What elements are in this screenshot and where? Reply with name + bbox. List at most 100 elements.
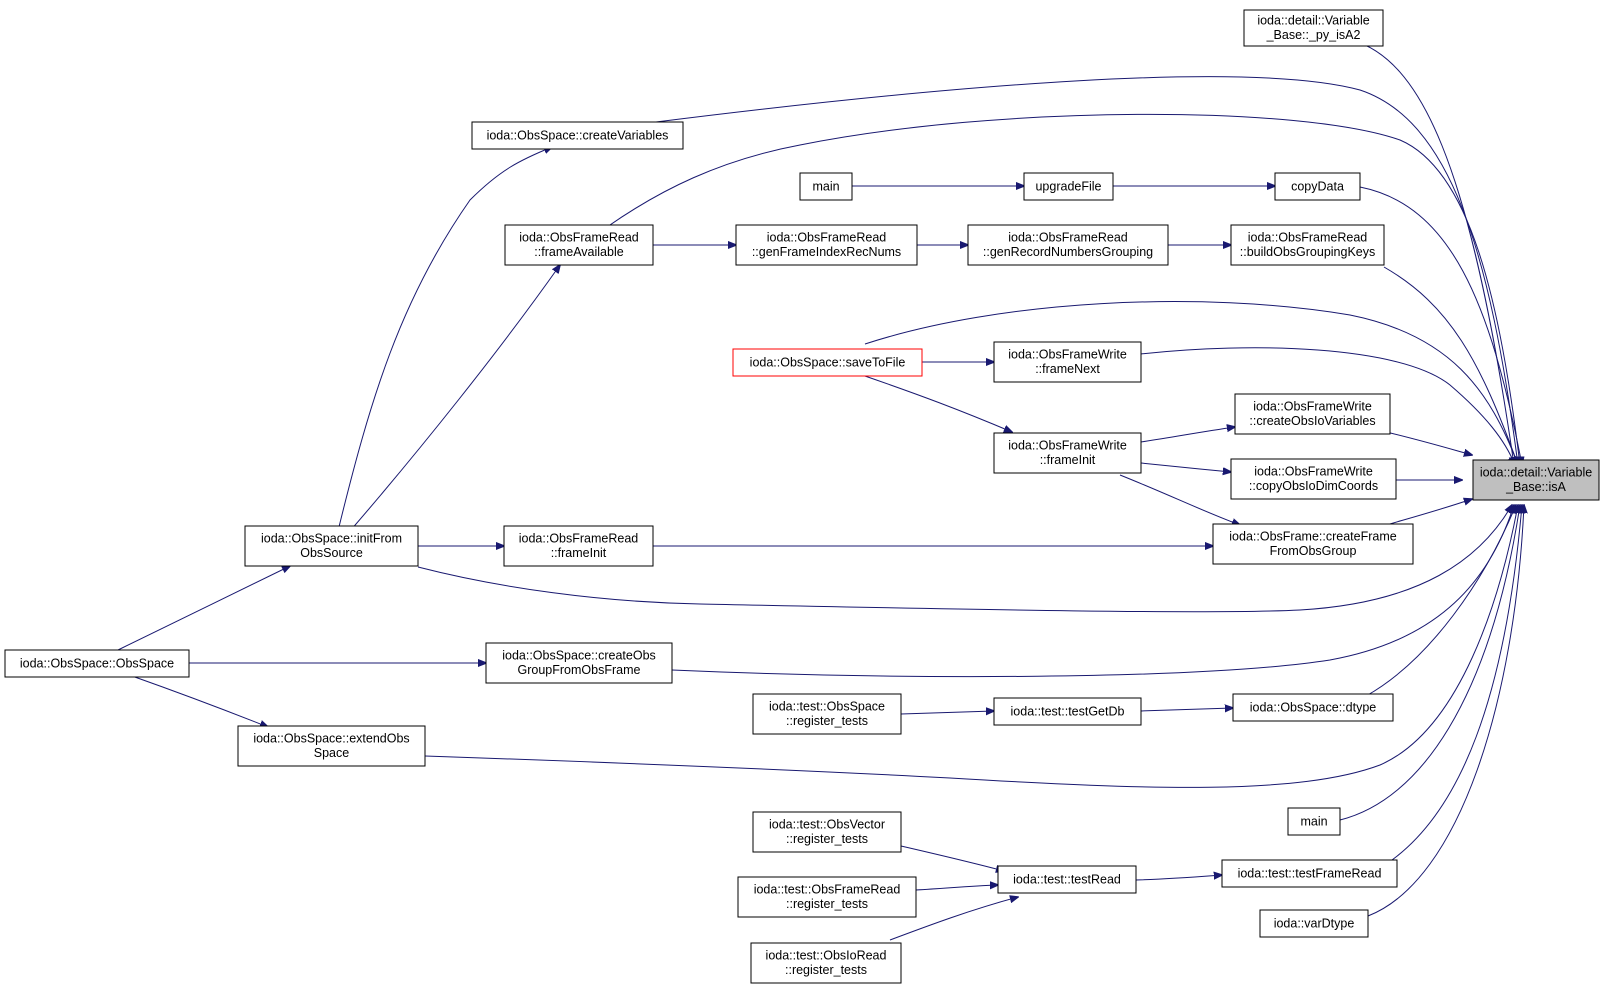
node-box[interactable] — [471, 121, 684, 150]
node-label: ioda::test::testFrameRead — [1238, 866, 1382, 880]
node-label: ioda::ObsFrameRead — [519, 231, 639, 245]
node-obs-frame-read-register-tests[interactable]: ioda::test::ObsFrameRead::register_tests — [737, 876, 917, 918]
node-build-obs-grouping-keys[interactable]: ioda::ObsFrameRead::buildObsGroupingKeys — [1230, 224, 1385, 266]
node-box[interactable] — [997, 865, 1137, 894]
node-box[interactable] — [752, 811, 902, 853]
node-box[interactable] — [735, 224, 918, 266]
nodes: ioda::detail::Variable_Base::isAioda::de… — [4, 9, 1600, 984]
node-label: ioda::ObsSpace::saveToFile — [750, 355, 906, 369]
node-var-dtype[interactable]: ioda::varDtype — [1259, 909, 1369, 938]
node-box[interactable] — [1234, 393, 1391, 435]
edge-obsspace-to-initfromobssource — [117, 566, 290, 651]
node-is-a[interactable]: ioda::detail::Variable_Base::isA — [1472, 459, 1600, 501]
node-box[interactable] — [993, 697, 1142, 726]
node-label: ioda::ObsSpace::createVariables — [487, 128, 669, 142]
node-obs-vector-register-tests[interactable]: ioda::test::ObsVector::register_tests — [752, 811, 902, 853]
edge-createvariables-to-isa — [655, 76, 1518, 465]
node-box[interactable] — [485, 642, 673, 684]
node-obs-space[interactable]: ioda::ObsSpace::ObsSpace — [4, 649, 190, 678]
edge-savetofile-to-frameinitwrite — [861, 374, 1012, 432]
node-box[interactable] — [1023, 172, 1114, 201]
node-test-get-db[interactable]: ioda::test::testGetDb — [993, 697, 1142, 726]
node-frame-next[interactable]: ioda::ObsFrameWrite::frameNext — [993, 341, 1142, 383]
node-label: _Base::_py_isA2 — [1266, 28, 1361, 42]
node-obs-io-read-register-tests[interactable]: ioda::test::ObsIoRead::register_tests — [750, 942, 902, 984]
node-upgrade-file[interactable]: upgradeFile — [1023, 172, 1114, 201]
node-label: ioda::ObsFrameRead — [1008, 231, 1128, 245]
node-label: ::register_tests — [786, 714, 868, 728]
node-label: ioda::ObsFrameRead — [519, 532, 639, 546]
node-box[interactable] — [967, 224, 1169, 266]
edge-initfromobssource-to-isa — [417, 505, 1512, 613]
edge-main2-to-isa — [1339, 505, 1520, 821]
node-create-obs-io-variables[interactable]: ioda::ObsFrameWrite::createObsIoVariable… — [1234, 393, 1391, 435]
node-label: ioda::ObsSpace::createObs — [502, 649, 656, 663]
node-box[interactable] — [1259, 909, 1369, 938]
node-label: ioda::test::ObsFrameRead — [754, 883, 901, 897]
node-box[interactable] — [1243, 9, 1384, 47]
node-box[interactable] — [1232, 693, 1394, 722]
node-box[interactable] — [732, 348, 923, 377]
edge-obsspace-to-extendobsspace — [131, 675, 268, 727]
node-box[interactable] — [799, 172, 853, 201]
edge-initfromobssource-to-frameavailable — [349, 265, 560, 532]
node-box[interactable] — [1230, 224, 1385, 266]
node-box[interactable] — [503, 525, 654, 567]
node-label: ::register_tests — [786, 897, 868, 911]
node-frame-init-write[interactable]: ioda::ObsFrameWrite::frameInit — [993, 432, 1142, 474]
node-label: _Base::isA — [1505, 480, 1566, 494]
node-save-to-file[interactable]: ioda::ObsSpace::saveToFile — [732, 348, 923, 377]
node-box[interactable] — [752, 693, 902, 735]
node-dtype[interactable]: ioda::ObsSpace::dtype — [1232, 693, 1394, 722]
node-create-obs-group-from-obs-frame[interactable]: ioda::ObsSpace::createObsGroupFromObsFra… — [485, 642, 673, 684]
node-gen-frame-index-rec-nums[interactable]: ioda::ObsFrameRead::genFrameIndexRecNums — [735, 224, 918, 266]
node-box[interactable] — [244, 525, 419, 567]
node-box[interactable] — [993, 341, 1142, 383]
node-box[interactable] — [1274, 172, 1361, 201]
node-main2[interactable]: main — [1287, 807, 1341, 836]
node-main1[interactable]: main — [799, 172, 853, 201]
node-label: ioda::test::ObsSpace — [769, 700, 885, 714]
edge-copydata-to-isa — [1359, 186, 1522, 465]
node-box[interactable] — [1472, 459, 1600, 501]
node-obs-space-register-tests[interactable]: ioda::test::ObsSpace::register_tests — [752, 693, 902, 735]
node-label: ioda::ObsFrameRead — [767, 231, 887, 245]
node-box[interactable] — [737, 876, 917, 918]
edge-frameinitwrite-to-copyobsiodimcoords — [1140, 462, 1231, 472]
node-label: ioda::ObsSpace::dtype — [1250, 700, 1377, 714]
node-box[interactable] — [1221, 859, 1398, 888]
node-box[interactable] — [237, 725, 426, 767]
node-box[interactable] — [993, 432, 1142, 474]
node-box[interactable] — [4, 649, 190, 678]
node-label: ioda::test::ObsVector — [769, 818, 885, 832]
node-create-variables[interactable]: ioda::ObsSpace::createVariables — [471, 121, 684, 150]
node-frame-init-read[interactable]: ioda::ObsFrameRead::frameInit — [503, 525, 654, 567]
node-copy-obs-io-dim-coords[interactable]: ioda::ObsFrameWrite::copyObsIoDimCoords — [1230, 458, 1397, 500]
edge-savetofile-to-isa — [864, 301, 1518, 465]
node-frame-available[interactable]: ioda::ObsFrameRead::frameAvailable — [504, 224, 654, 266]
node-box[interactable] — [1212, 523, 1414, 565]
node-label: ioda::ObsFrame::createFrame — [1229, 530, 1396, 544]
node-box[interactable] — [1230, 458, 1397, 500]
node-box[interactable] — [504, 224, 654, 266]
edge-createobsgroup-to-isa — [671, 505, 1514, 678]
node-label: ioda::detail::Variable — [1257, 14, 1369, 28]
edge-pyisa2-to-isa — [1351, 39, 1514, 465]
node-label: ioda::ObsFrameWrite — [1254, 465, 1373, 479]
node-box[interactable] — [1287, 807, 1341, 836]
node-box[interactable] — [750, 942, 902, 984]
edge-frameavailable-to-isa — [606, 113, 1520, 465]
node-py-is-a2[interactable]: ioda::detail::Variable_Base::_py_isA2 — [1243, 9, 1384, 47]
node-label: main — [1300, 814, 1327, 828]
edge-testread-to-testframeread — [1135, 875, 1222, 881]
node-label: ioda::ObsSpace::extendObs — [253, 732, 409, 746]
node-gen-record-numbers-grouping[interactable]: ioda::ObsFrameRead::genRecordNumbersGrou… — [967, 224, 1169, 266]
node-test-frame-read[interactable]: ioda::test::testFrameRead — [1221, 859, 1398, 888]
node-test-read[interactable]: ioda::test::testRead — [997, 865, 1137, 894]
node-copy-data[interactable]: copyData — [1274, 172, 1361, 201]
node-label: ioda::test::ObsIoRead — [766, 949, 887, 963]
